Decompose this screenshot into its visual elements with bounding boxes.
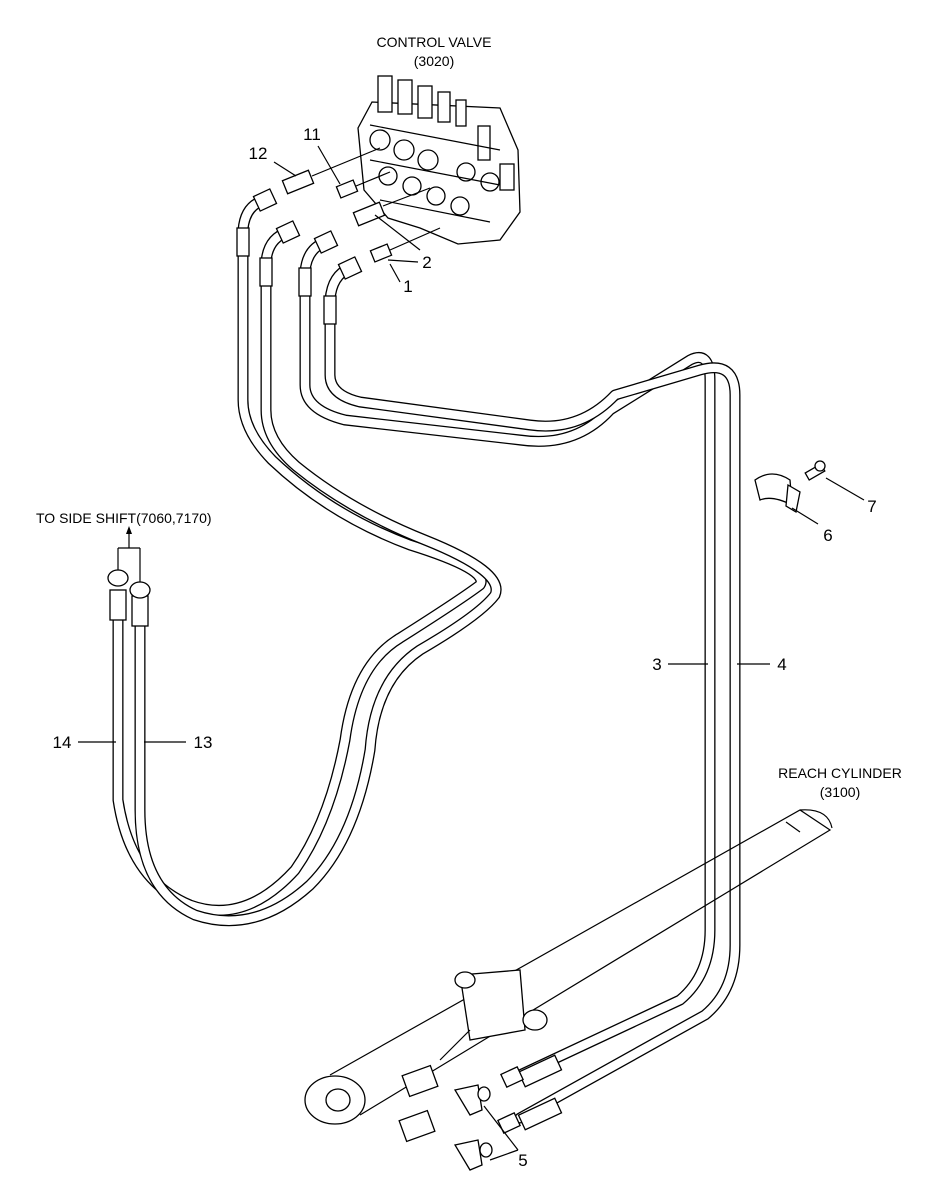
leader-lines xyxy=(78,145,865,1161)
callout-2: 2 xyxy=(422,253,431,272)
hose-assembly-4 xyxy=(324,294,741,1124)
valve-side-fittings xyxy=(236,147,441,325)
callout-12: 12 xyxy=(249,144,268,163)
hose-assembly-12 xyxy=(112,224,487,916)
cylinder-side-fittings xyxy=(453,1054,563,1171)
callout-5: 5 xyxy=(518,1151,527,1170)
side-shift-label: TO SIDE SHIFT(7060,7170) xyxy=(36,510,212,526)
callout-13: 13 xyxy=(194,733,213,752)
control-valve-drawing xyxy=(357,75,521,245)
callout-14: 14 xyxy=(53,733,72,752)
control-valve-title: CONTROL VALVE xyxy=(377,34,492,50)
callout-4: 4 xyxy=(777,655,786,674)
reach-cylinder-code: (3100) xyxy=(820,784,860,800)
hose-assembly-3 xyxy=(299,266,716,1081)
reach-cylinder-title: REACH CYLINDER xyxy=(778,765,902,781)
callout-3: 3 xyxy=(652,655,661,674)
reach-cylinder-drawing xyxy=(304,809,833,1143)
callout-7: 7 xyxy=(867,497,876,516)
clamp-and-bolt xyxy=(754,460,826,514)
side-shift-fittings xyxy=(107,526,151,627)
callout-6: 6 xyxy=(823,526,832,545)
hose-assembly-11 xyxy=(134,254,502,927)
callout-11: 11 xyxy=(303,125,321,144)
callout-1: 1 xyxy=(403,277,412,296)
control-valve-code: (3020) xyxy=(414,53,454,69)
